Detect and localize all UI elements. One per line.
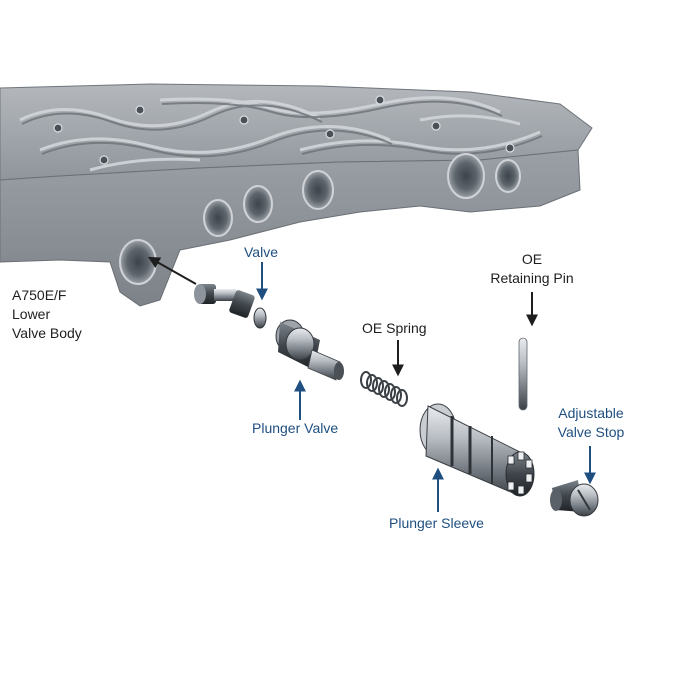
casting-bolt-holes bbox=[53, 95, 515, 165]
bore-target bbox=[119, 239, 157, 285]
label-valve: Valve bbox=[244, 244, 278, 260]
label-valve-stop-line-2: Valve Stop bbox=[557, 424, 625, 440]
label-valve-body-line-1: A750E/F bbox=[12, 287, 67, 303]
plunger-valve-part bbox=[275, 319, 344, 381]
adjustable-valve-stop-part bbox=[550, 480, 599, 517]
label-retaining-pin-line-2: Retaining Pin bbox=[490, 270, 574, 286]
oe-spring-part bbox=[360, 371, 408, 407]
label-plunger-valve: Plunger Valve bbox=[252, 420, 339, 436]
sleeve-teeth bbox=[507, 451, 533, 495]
label-plunger-sleeve: Plunger Sleeve bbox=[389, 515, 484, 531]
casting-channel-shadows bbox=[21, 100, 543, 158]
label-valve-body-line-3: Valve Body bbox=[12, 325, 82, 341]
oe-retaining-pin-part bbox=[518, 337, 528, 411]
label-valve-body-line-2: Lower bbox=[12, 306, 51, 322]
callout-arrows bbox=[147, 256, 596, 512]
label-oe-spring: OE Spring bbox=[362, 320, 427, 336]
casting-channels bbox=[19, 96, 541, 172]
label-valve-body: A750E/F Lower Valve Body bbox=[12, 286, 82, 343]
label-valve-stop-line-1: Adjustable bbox=[558, 405, 624, 421]
label-retaining-pin: OE Retaining Pin bbox=[480, 250, 584, 288]
label-retaining-pin-line-1: OE bbox=[521, 251, 543, 267]
plunger-sleeve-part bbox=[419, 403, 535, 497]
valve-body-casting bbox=[0, 83, 593, 307]
valve-part bbox=[194, 284, 267, 329]
label-adjustable-valve-stop: Adjustable Valve Stop bbox=[546, 404, 636, 442]
arrow-valve-body bbox=[147, 256, 197, 285]
